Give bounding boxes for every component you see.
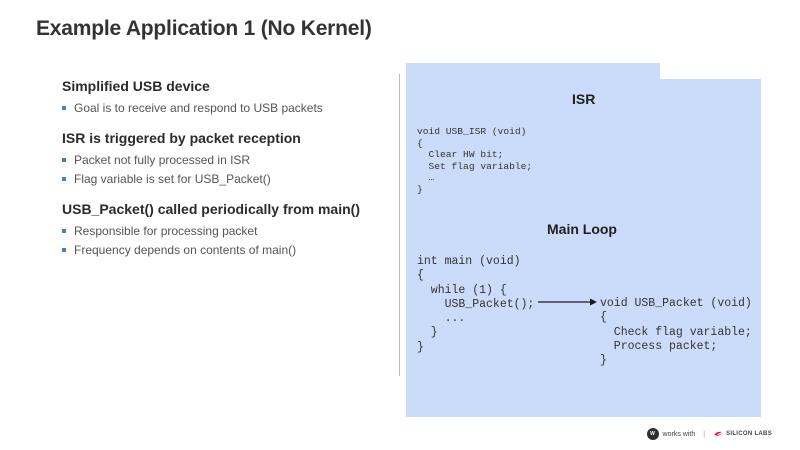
bullet-marker-icon — [62, 158, 66, 162]
bullet-item: Frequency depends on contents of main() — [62, 242, 392, 258]
works-with-logo-icon: W — [646, 428, 659, 440]
bullet-marker-icon — [62, 177, 66, 181]
usb-packet-code-block: void USB_Packet (void) { Check flag vari… — [600, 297, 752, 368]
footer-separator: | — [703, 430, 706, 438]
silicon-labs-brand: SILICON LABS — [726, 431, 772, 437]
panel-corner-cutout — [660, 63, 761, 79]
bullet-text: Flag variable is set for USB_Packet() — [74, 172, 271, 186]
bullet-marker-icon — [62, 248, 66, 252]
bullet-text: Responsible for processing packet — [74, 224, 258, 238]
main-loop-heading: Main Loop — [547, 221, 617, 237]
section-heading: USB_Packet() called periodically from ma… — [62, 201, 360, 217]
isr-code-block: void USB_ISR (void) { Clear HW bit; Set … — [417, 126, 533, 195]
silicon-labs-logo-icon — [714, 431, 723, 437]
works-with-text: works with — [662, 430, 696, 438]
bullet-text: Goal is to receive and respond to USB pa… — [74, 101, 323, 115]
vertical-divider — [399, 74, 400, 376]
bullet-text: Frequency depends on contents of main() — [74, 243, 297, 257]
code-panel — [406, 63, 761, 417]
bullet-marker-icon — [62, 106, 66, 110]
main-code-block: int main (void) { while (1) { USB_Packet… — [417, 255, 535, 354]
bullet-item: Goal is to receive and respond to USB pa… — [62, 100, 392, 116]
bullet-text: Packet not fully processed in ISR — [74, 153, 251, 167]
section-heading: Simplified USB device — [62, 78, 210, 94]
section-heading: ISR is triggered by packet reception — [62, 130, 301, 146]
bullet-content: Simplified USB device Goal is to receive… — [62, 78, 392, 258]
isr-heading: ISR — [572, 91, 596, 107]
bullet-marker-icon — [62, 229, 66, 233]
bullet-item: Flag variable is set for USB_Packet() — [62, 171, 392, 187]
footer-branding: W works with | SILICON LABS — [646, 428, 772, 440]
bullet-item: Packet not fully processed in ISR — [62, 152, 392, 168]
bullet-item: Responsible for processing packet — [62, 223, 392, 239]
call-arrow-icon — [538, 298, 597, 306]
slide-title: Example Application 1 (No Kernel) — [36, 17, 372, 40]
